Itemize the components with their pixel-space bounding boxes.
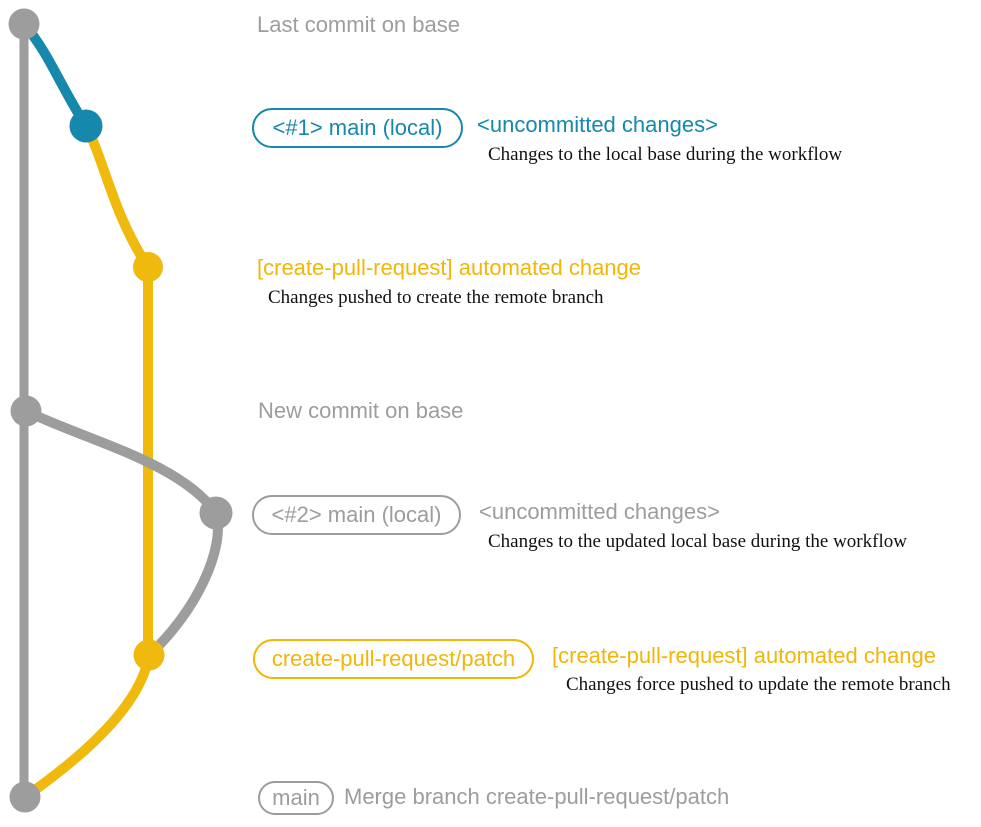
commit-automated-change-1 [133, 252, 163, 282]
commit-local-main-1 [69, 109, 103, 143]
branch-badge-main-local-1: <#1> main (local) [252, 108, 463, 148]
label-new-commit-on-base: New commit on base [258, 398, 464, 423]
branch-badge-main: main [258, 781, 334, 815]
branch-badge-create-pull-request-patch: create-pull-request/patch [253, 639, 534, 679]
note-updated-local-base-changes: Changes to the updated local base during… [488, 531, 907, 552]
commit-merge [9, 781, 41, 813]
yellow-merge-curve [20, 650, 154, 802]
commit-local-main-2 [199, 496, 233, 530]
commit-message-automated-change-1: [create-pull-request] automated change [257, 255, 642, 280]
commit-message-merge-branch: Merge branch create-pull-request/patch [344, 784, 730, 809]
commit-message-automated-change-2: [create-pull-request] automated change [552, 643, 937, 668]
branch-badge-main-local-2: <#2> main (local) [252, 495, 461, 535]
status-uncommitted-changes-1: <uncommitted changes> [477, 112, 718, 137]
note-local-base-changes: Changes to the local base during the wor… [488, 144, 843, 165]
teal-branch-curve [19, 19, 91, 131]
note-changes-force-pushed: Changes force pushed to update the remot… [566, 674, 951, 695]
label-last-commit-on-base: Last commit on base [257, 12, 460, 37]
gray-branch-curve-in [144, 508, 223, 660]
commit-new-on-base [10, 395, 42, 427]
commit-last-on-base [8, 8, 40, 40]
yellow-branch-curve-top [81, 121, 153, 272]
gray-branch-curve-out [21, 406, 221, 518]
note-changes-pushed: Changes pushed to create the remote bran… [268, 287, 604, 308]
status-uncommitted-changes-2: <uncommitted changes> [479, 499, 720, 524]
commit-automated-change-2 [133, 639, 165, 671]
git-graph [8, 8, 233, 813]
